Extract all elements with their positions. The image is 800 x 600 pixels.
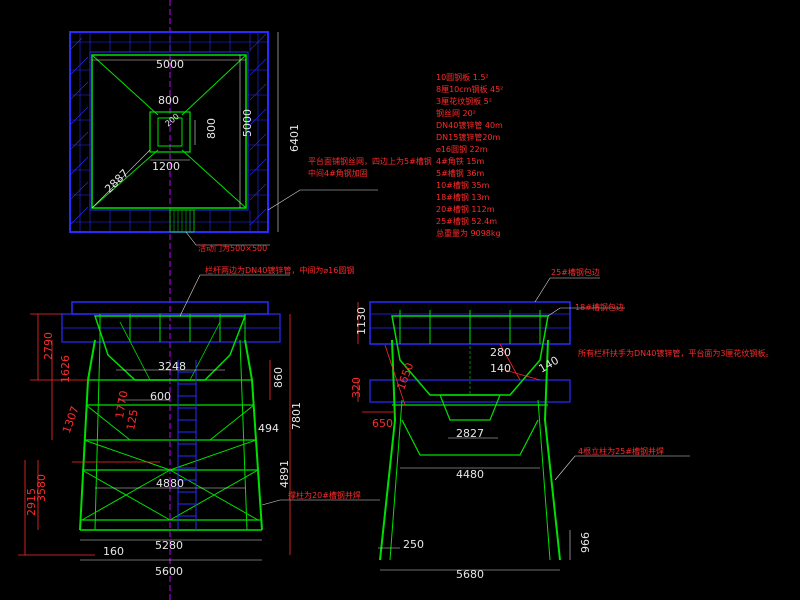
side-dim-1130: 1130 xyxy=(355,307,368,335)
side-leg-right xyxy=(543,339,561,561)
plan-dim-height: 5000 xyxy=(241,109,254,137)
front-dim-2915: 2915 xyxy=(25,488,38,516)
plan-dim-diagonal: 2887 xyxy=(102,167,131,196)
plan-hopper-outlet xyxy=(149,111,191,153)
side-dim-280: 280 xyxy=(490,346,511,359)
plan-inner-frame xyxy=(89,51,249,211)
side-note-rail: 所有栏杆扶手为DN40镀锌管，平台面为3厘花纹钢板。 xyxy=(578,348,773,358)
side-note-18: 18#槽钢包边 xyxy=(575,302,624,312)
front-note-rail: 栏杆两边为DN40镀锌管，中间为⌀16圆钢 xyxy=(205,265,354,275)
material-item: 5#槽钢 36m xyxy=(436,168,485,178)
front-dim-2790: 2790 xyxy=(42,332,55,360)
front-dim-1626: 1626 xyxy=(59,355,72,383)
material-item: 4#角铁 15m xyxy=(436,156,485,166)
side-dim-250: 250 xyxy=(403,538,424,551)
plan-note-door: 活动门为500×500 xyxy=(198,243,267,253)
plan-dim-hopper-depth: 200 xyxy=(163,112,180,129)
plan-note-platform: 平台面铺钢丝网，四边上为5#槽钢 xyxy=(308,156,432,166)
material-item: DN15镀锌管20m xyxy=(436,132,501,142)
side-dim-966: 966 xyxy=(579,532,592,553)
plan-view: 5000 5000 6401 2887 800 800 1200 200 平台面… xyxy=(69,31,432,253)
front-dim-4880: 4880 xyxy=(156,477,184,490)
plan-hopper-ridge xyxy=(91,54,159,116)
front-dim-600: 600 xyxy=(150,390,171,403)
front-dim-1770: 1770 xyxy=(113,390,131,420)
side-dim-650: 650 xyxy=(372,417,393,430)
side-dim-4480: 4480 xyxy=(456,468,484,481)
side-hopper-outlet xyxy=(439,394,501,421)
front-dim-3580: 3580 xyxy=(35,474,48,502)
material-list: 10圆钢板 1.5² 8厘10cm钢板 45² 3厘花纹钢板 5² 钢丝网 20… xyxy=(436,72,503,238)
front-dim-4891: 4891 xyxy=(278,460,291,488)
material-item: ⌀16圆钢 22m xyxy=(436,144,488,154)
material-item: 钢丝网 20² xyxy=(436,108,476,118)
side-dim-140a: 140 xyxy=(490,362,511,375)
plan-dim-width: 5000 xyxy=(156,58,184,71)
front-dim-494: 494 xyxy=(258,422,279,435)
material-item: 25#槽钢 52.4m xyxy=(436,216,497,226)
material-item: 10圆钢板 1.5² xyxy=(436,72,489,82)
front-dim-125: 125 xyxy=(124,408,140,431)
front-dim-1307: 1307 xyxy=(60,404,82,435)
plan-outer-frame xyxy=(69,31,269,233)
front-view: 栏杆两边为DN40镀锌管，中间为⌀16圆钢 撑柱为20#槽钢并焊 2790 16… xyxy=(18,265,380,578)
material-item: 10#槽钢 35m xyxy=(436,180,490,190)
material-total: 总重量为 9098kg xyxy=(436,228,501,238)
front-ladder xyxy=(177,360,197,530)
plan-dim-hopper-top: 800 xyxy=(158,94,179,107)
material-item: DN40镀锌管 40m xyxy=(436,120,503,130)
plan-note-middle: 中间4#角钢加固 xyxy=(308,168,368,178)
front-leg-left xyxy=(79,339,96,531)
plan-dim-hopper-width: 1200 xyxy=(152,160,180,173)
plan-hatch xyxy=(69,32,268,232)
front-note-column: 撑柱为20#槽钢并焊 xyxy=(288,490,361,500)
side-leg-left xyxy=(379,339,397,561)
plan-dim-outer: 6401 xyxy=(288,124,301,152)
front-dim-860: 860 xyxy=(272,367,285,388)
side-dim-320: 320 xyxy=(350,377,363,398)
side-lower-platform xyxy=(369,379,571,403)
front-dim-3248: 3248 xyxy=(158,360,186,373)
material-item: 3厘花纹钢板 5² xyxy=(436,96,492,106)
front-dim-5280: 5280 xyxy=(155,539,183,552)
plan-dim-hopper-side: 800 xyxy=(205,118,218,139)
side-dim-5680: 5680 xyxy=(456,568,484,581)
front-dim-160: 160 xyxy=(103,545,124,558)
plan-hopper-outline xyxy=(91,54,247,209)
side-view: 25#槽钢包边 18#槽钢包边 所有栏杆扶手为DN40镀锌管，平台面为3厘花纹钢… xyxy=(350,267,773,581)
side-note-leg: 4根立柱为25#槽钢并焊 xyxy=(578,446,664,456)
front-dim-7801: 7801 xyxy=(290,402,303,430)
side-dim-2827: 2827 xyxy=(456,427,484,440)
front-leg-right xyxy=(244,339,263,531)
material-item: 20#槽钢 112m xyxy=(436,204,495,214)
material-item: 18#槽钢 13m xyxy=(436,192,490,202)
material-item: 8厘10cm钢板 45² xyxy=(436,84,503,94)
front-dim-5600: 5600 xyxy=(155,565,183,578)
side-note-25: 25#槽钢包边 xyxy=(551,267,600,277)
